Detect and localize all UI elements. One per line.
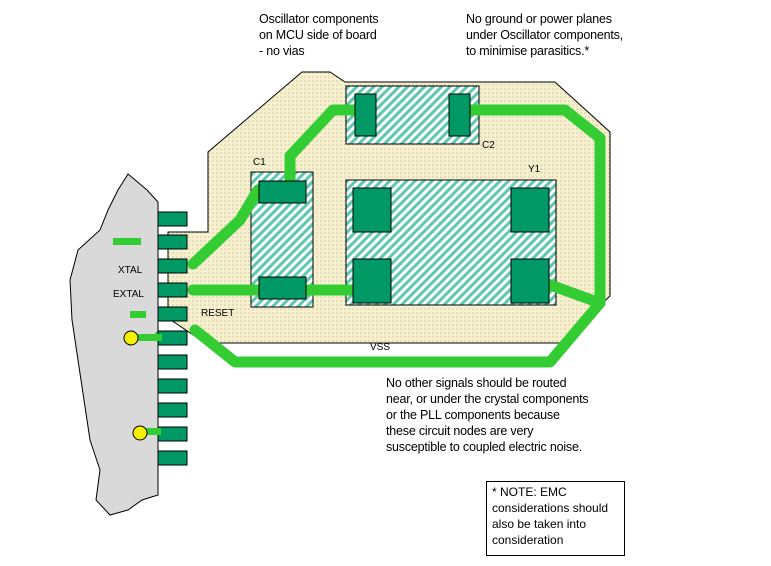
label-y1: Y1 [528,164,541,175]
y1-pad-top-left [352,187,392,233]
mcu-pin [157,211,188,227]
trace-c2-right-to-y1 [454,104,606,309]
trace-vss [189,297,606,368]
mcu-pin [157,354,188,370]
emc-note-text: * NOTE: EMC considerations should also b… [492,485,609,547]
annotation-no-signals: No other signals should be routed near, … [386,376,589,454]
emc-note-box [486,481,625,556]
c2-pad-right [448,93,471,137]
mcu-pin-vss [157,330,188,346]
mcu-pin [157,402,188,418]
mcu-trace-stub [130,311,146,318]
mcu-pin [157,378,188,394]
label-c2: C2 [482,140,495,151]
y1-pad-bottom-left [352,258,392,304]
mcu-pin-reset [157,306,188,322]
mcu-trace-stub [143,428,161,435]
label-xtal: XTAL [118,265,143,276]
mcu-pin [157,426,188,442]
mcu-pin-extal [157,282,188,298]
annotation-no-planes: No ground or power planes under Oscillat… [466,12,623,58]
mcu-trace-stub [138,334,162,341]
component-pads [258,93,550,304]
via-yellow [123,330,139,346]
annotation-oscillator-side: Oscillator components on MCU side of boa… [259,12,379,58]
c2-pad-left [354,93,377,137]
label-c1: C1 [253,157,266,168]
mcu-pin [157,450,188,466]
trace-c2-left-to-c1 [284,104,372,196]
label-vss: VSS [370,342,390,353]
y1-pad-bottom-right [510,258,550,304]
c1-pad-top [258,180,307,204]
mcu-pin [157,234,188,250]
c1-pad-bottom [258,276,307,300]
mcu-trace-stub [113,238,141,245]
via-yellow [132,425,148,441]
label-reset: RESET [201,308,234,319]
mcu-pin-xtal [157,258,188,274]
mcu-pins [157,211,188,466]
mcu-chip-body [69,173,159,516]
y1-pad-top-right [510,187,550,233]
label-extal: EXTAL [113,289,144,300]
